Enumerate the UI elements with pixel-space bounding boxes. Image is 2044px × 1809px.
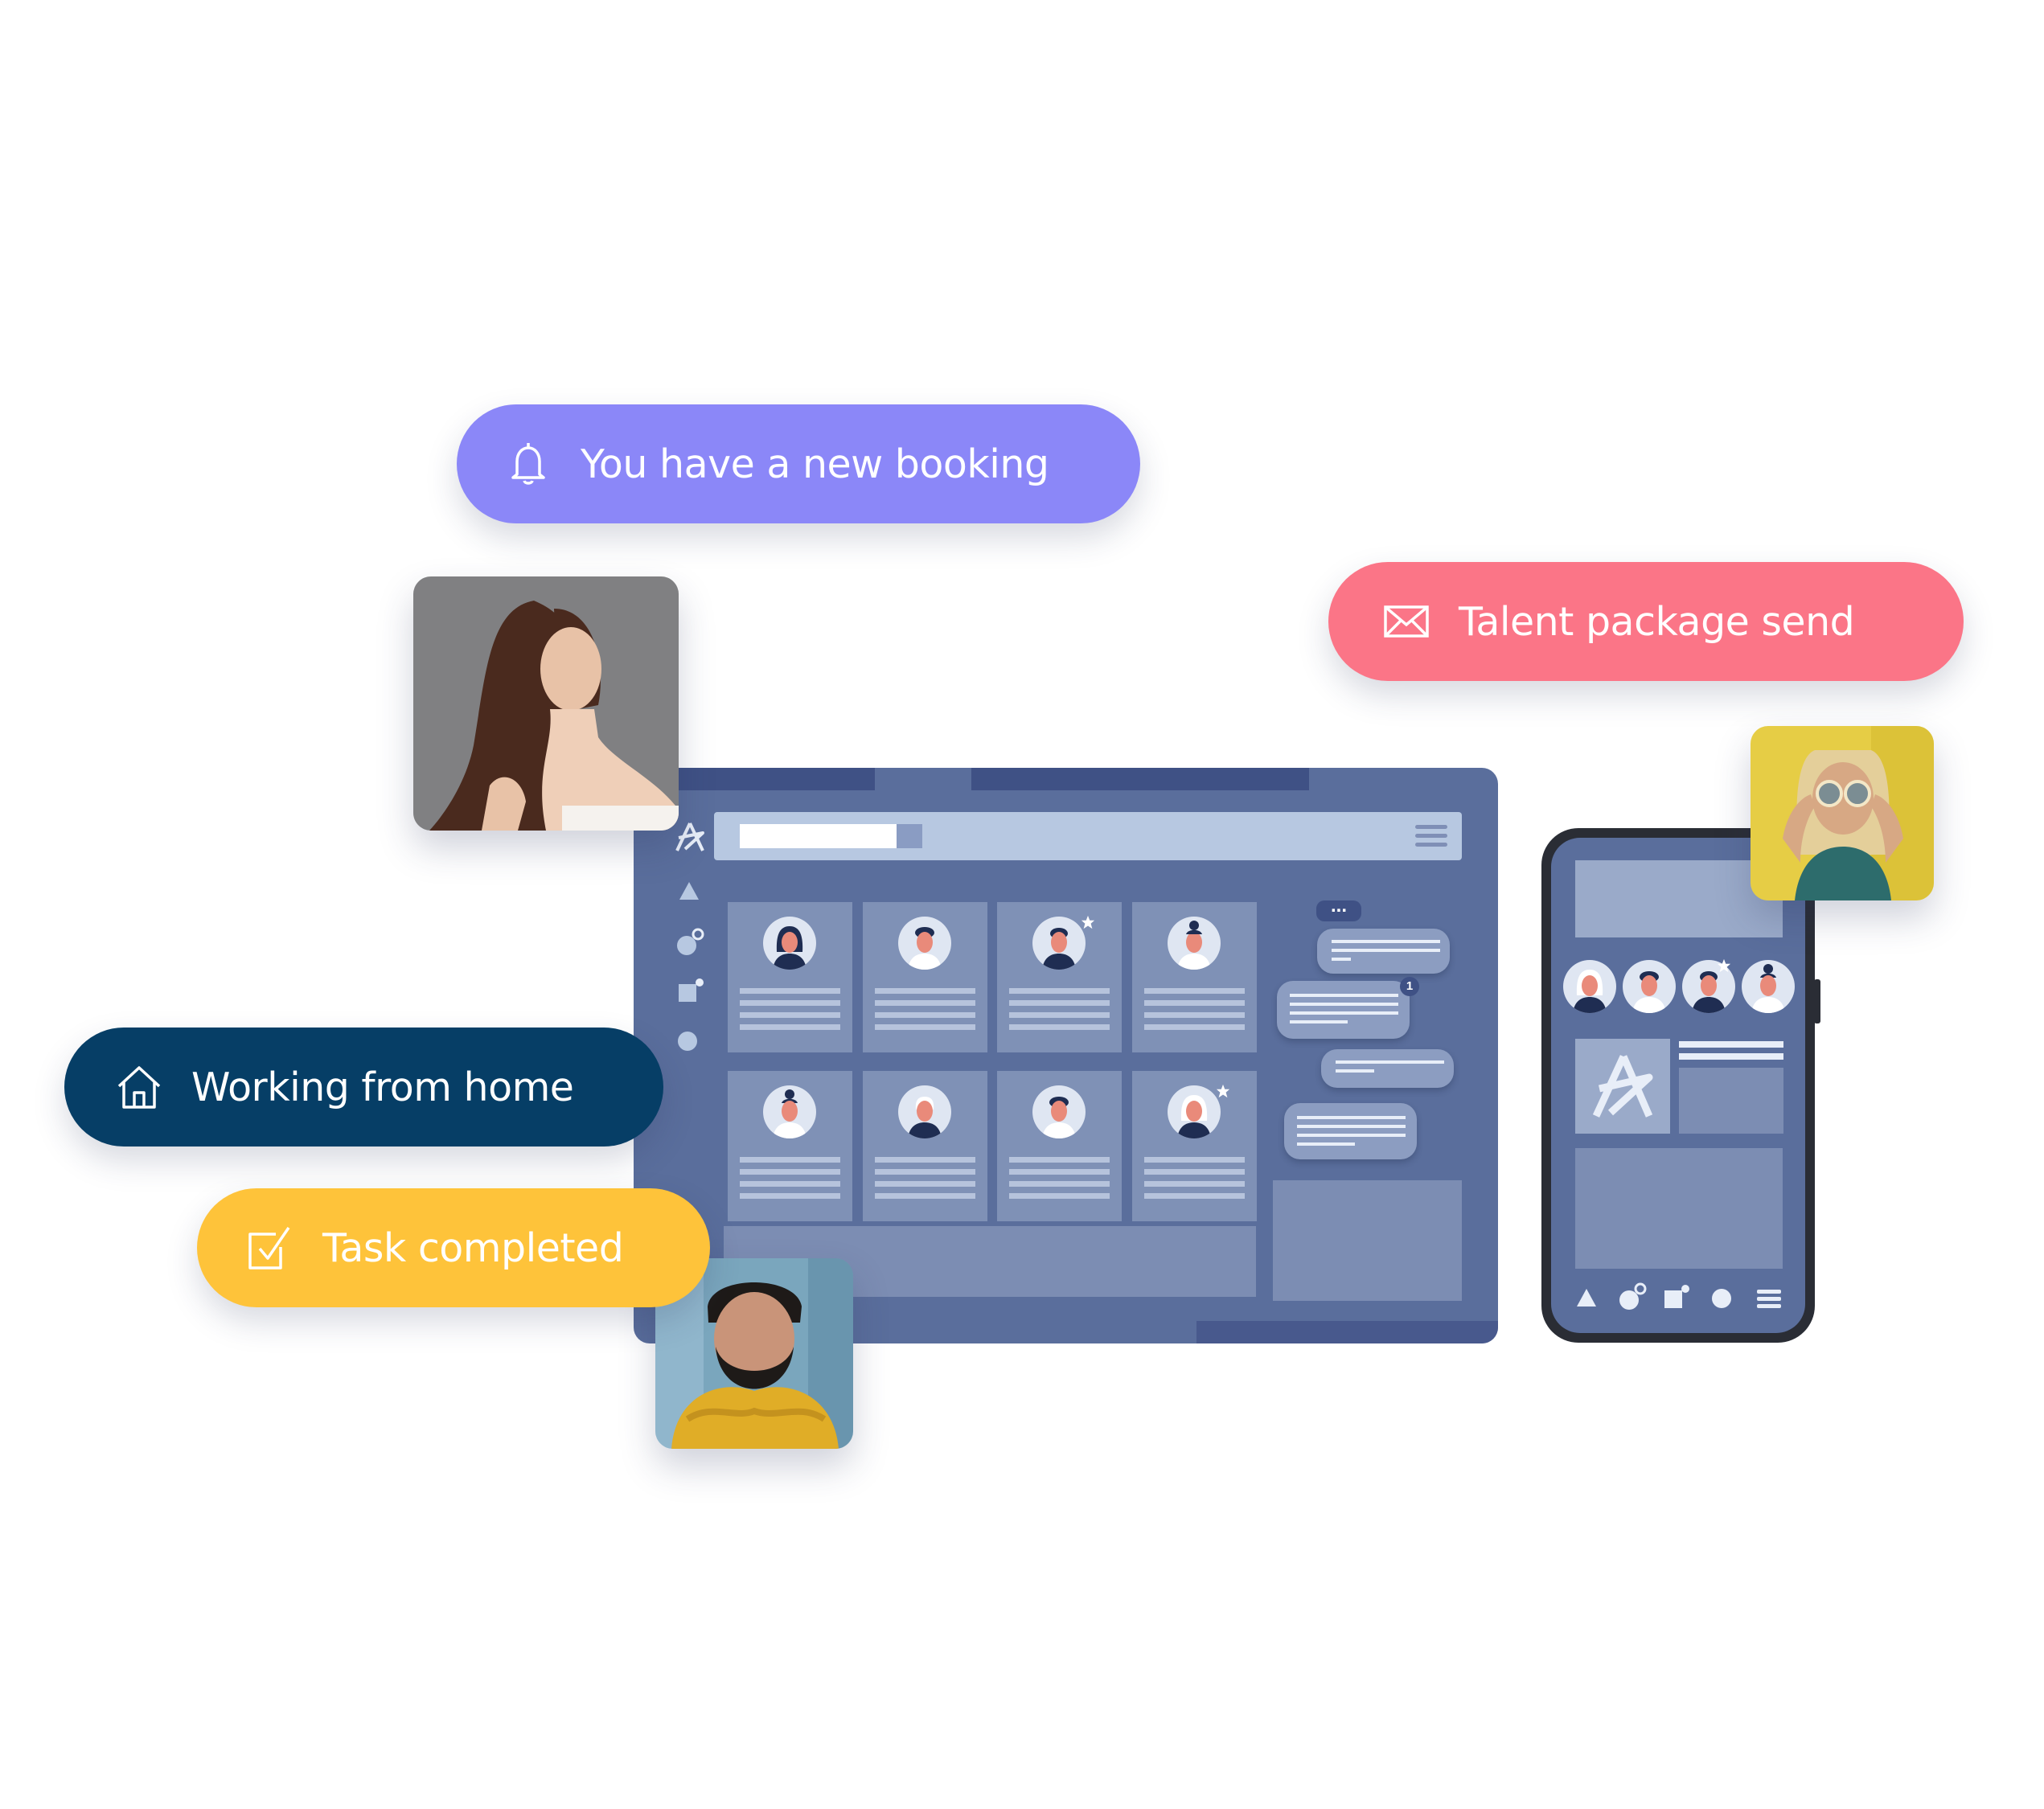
booking-notification[interactable]: You have a new booking [457, 404, 1140, 523]
text-line [1679, 1053, 1783, 1060]
star-icon [1081, 915, 1095, 929]
mobile-avatar[interactable] [1682, 960, 1735, 1013]
logo-icon[interactable] [674, 822, 706, 852]
search-input[interactable] [740, 824, 897, 848]
house-icon [114, 1062, 164, 1112]
star-icon [1717, 958, 1731, 973]
chat-bubble[interactable] [1284, 1103, 1417, 1159]
menu-icon[interactable] [1757, 1290, 1781, 1309]
circle-dot-icon[interactable] [1618, 1282, 1647, 1311]
avatar [763, 1085, 816, 1138]
task-completed-text: Task completed [322, 1224, 624, 1271]
unread-badge: 1 [1400, 977, 1419, 996]
phone-side-button [1814, 979, 1820, 1023]
avatar [898, 1085, 951, 1138]
mobile-avatar[interactable] [1563, 960, 1616, 1013]
avatar [763, 917, 816, 970]
talent-package-notification[interactable]: Talent package send [1328, 562, 1964, 681]
circle-icon[interactable] [677, 1031, 698, 1052]
typing-indicator: ... [1316, 896, 1361, 921]
square-dot-icon[interactable] [677, 977, 704, 1004]
avatar [1168, 1085, 1221, 1138]
working-from-home-status[interactable]: Working from home [64, 1028, 663, 1147]
logo-icon [1592, 1055, 1653, 1118]
talent-card[interactable] [728, 902, 852, 1052]
talent-card[interactable] [728, 1071, 852, 1221]
talent-card[interactable] [997, 902, 1122, 1052]
working-from-home-text: Working from home [191, 1064, 574, 1110]
avatar [1168, 917, 1221, 970]
checkbox-icon [245, 1223, 295, 1273]
talent-card[interactable] [1132, 902, 1257, 1052]
talent-card[interactable] [1132, 1071, 1257, 1221]
model-photo-woman-sunglasses [1751, 726, 1934, 900]
talent-package-text: Talent package send [1459, 598, 1855, 645]
avatar [1032, 917, 1086, 970]
menu-icon[interactable] [1415, 825, 1447, 849]
window-edge-shade [971, 768, 1309, 790]
talent-card[interactable] [863, 902, 987, 1052]
window-edge-shade [1196, 1321, 1498, 1343]
content-panel [1679, 1068, 1783, 1134]
envelope-icon [1381, 597, 1431, 646]
chat-bubble[interactable] [1277, 981, 1410, 1039]
booking-notification-text: You have a new booking [581, 441, 1049, 487]
square-dot-icon[interactable] [1663, 1283, 1690, 1311]
circle-icon[interactable] [1711, 1288, 1732, 1309]
avatar [1032, 1085, 1086, 1138]
mobile-avatar[interactable] [1623, 960, 1676, 1013]
model-photo-woman-long-hair [413, 576, 679, 831]
task-completed-notification[interactable]: Task completed [197, 1188, 710, 1307]
chat-compose-panel [1273, 1180, 1462, 1301]
text-line [1679, 1041, 1783, 1048]
search-button[interactable] [897, 824, 922, 848]
app-logo-tile [1575, 1039, 1670, 1134]
mobile-header-panel [1575, 860, 1783, 937]
chat-bubble[interactable] [1317, 929, 1450, 974]
talent-card[interactable] [997, 1071, 1122, 1221]
star-icon [1216, 1084, 1230, 1098]
talent-card[interactable] [863, 1071, 987, 1221]
bell-icon [503, 439, 553, 489]
content-panel [1575, 1148, 1783, 1269]
triangle-icon[interactable] [679, 881, 700, 900]
avatar [898, 917, 951, 970]
mobile-avatar[interactable] [1742, 960, 1795, 1013]
chat-bubble[interactable] [1321, 1049, 1454, 1088]
triangle-icon[interactable] [1576, 1288, 1597, 1307]
circle-dot-icon[interactable] [675, 928, 704, 957]
